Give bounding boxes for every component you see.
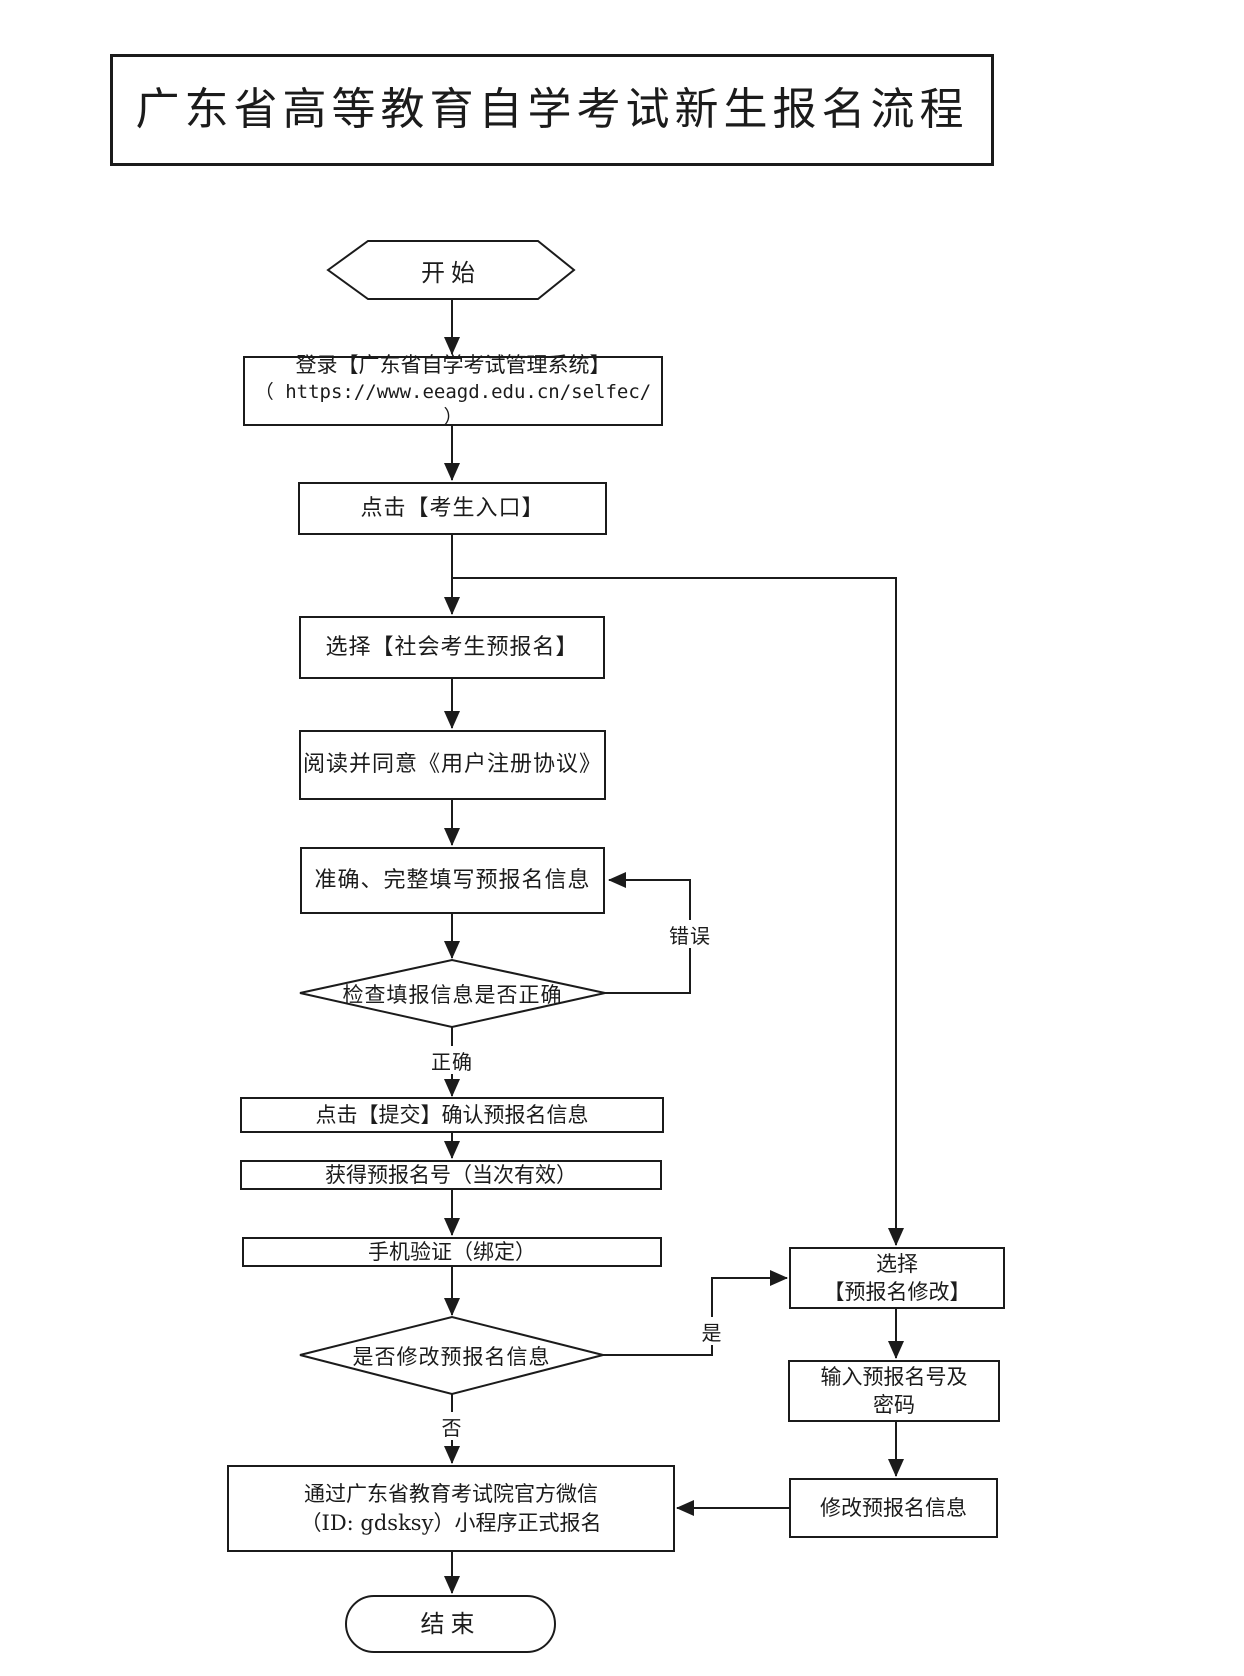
social-prereg-node: 选择【社会考生预报名】 [299,616,605,679]
enter-credentials-line2: 密码 [873,1393,915,1417]
submit-confirm-node: 点击【提交】确认预报名信息 [240,1097,664,1133]
modify-question-label: 是否修改预报名信息 [352,1344,551,1369]
login-node: 登录【广东省自学考试管理系统】 （ https://www.eeagd.edu.… [243,353,663,428]
candidate-entrance-node: 点击【考生入口】 [298,482,607,535]
social-prereg-label: 选择【社会考生预报名】 [325,634,579,660]
page-title-text: 广东省高等教育自学考试新生报名流程 [135,84,969,136]
arrow-branch-to-select-modify [452,577,904,1246]
get-prereg-number-node: 获得预报名号（当次有效） [240,1160,662,1190]
modify-info-label: 修改预报名信息 [820,1495,967,1520]
select-modify-node: 选择 【预报名修改】 [789,1247,1005,1309]
branch-label-no: 否 [438,1412,466,1440]
modify-question-diamond [299,1315,604,1396]
select-modify-line1: 选择 [876,1251,918,1276]
arrow-yes-to-select-modify [603,1270,788,1356]
select-modify-line2: 【预报名修改】 [823,1280,971,1304]
page-title: 广东省高等教育自学考试新生报名流程 [110,54,994,166]
fill-info-node: 准确、完整填写预报名信息 [300,847,605,914]
candidate-entrance-label: 点击【考生入口】 [360,495,545,521]
phone-verify-label: 手机验证（绑定） [368,1239,536,1264]
wechat-register-line2: （ID: gdsksy）小程序正式报名 [300,1510,602,1535]
user-agreement-label: 阅读并同意《用户注册协议》 [302,752,602,778]
end-node: 结束 [345,1595,556,1653]
login-node-line1: 登录【广东省自学考试管理系统】 [295,353,611,378]
user-agreement-node: 阅读并同意《用户注册协议》 [299,730,606,800]
wechat-register-node: 通过广东省教育考试院官方微信 （ID: gdsksy）小程序正式报名 [227,1465,675,1552]
get-prereg-number-label: 获得预报名号（当次有效） [325,1162,577,1187]
check-info-diamond [299,958,606,1029]
branch-label-correct: 正确 [424,1046,480,1074]
enter-credentials-node: 输入预报名号及 密码 [788,1360,1000,1422]
fill-info-label: 准确、完整填写预报名信息 [314,867,591,893]
phone-verify-node: 手机验证（绑定） [242,1237,662,1267]
end-node-label: 结束 [420,1609,481,1638]
wechat-register-line1: 通过广东省教育考试院官方微信 [304,1482,598,1507]
start-hexagon [326,240,576,300]
modify-info-node: 修改预报名信息 [789,1478,998,1538]
enter-credentials-line1: 输入预报名号及 [820,1364,968,1389]
start-node-label: 开始 [421,258,481,287]
branch-label-error: 错误 [662,920,718,948]
branch-label-yes: 是 [698,1317,726,1345]
submit-confirm-label: 点击【提交】确认预报名信息 [315,1102,589,1127]
login-node-url: （ https://www.eeagd.edu.cn/selfec/ ） [254,380,652,429]
check-info-label: 检查填报信息是否正确 [342,982,563,1007]
